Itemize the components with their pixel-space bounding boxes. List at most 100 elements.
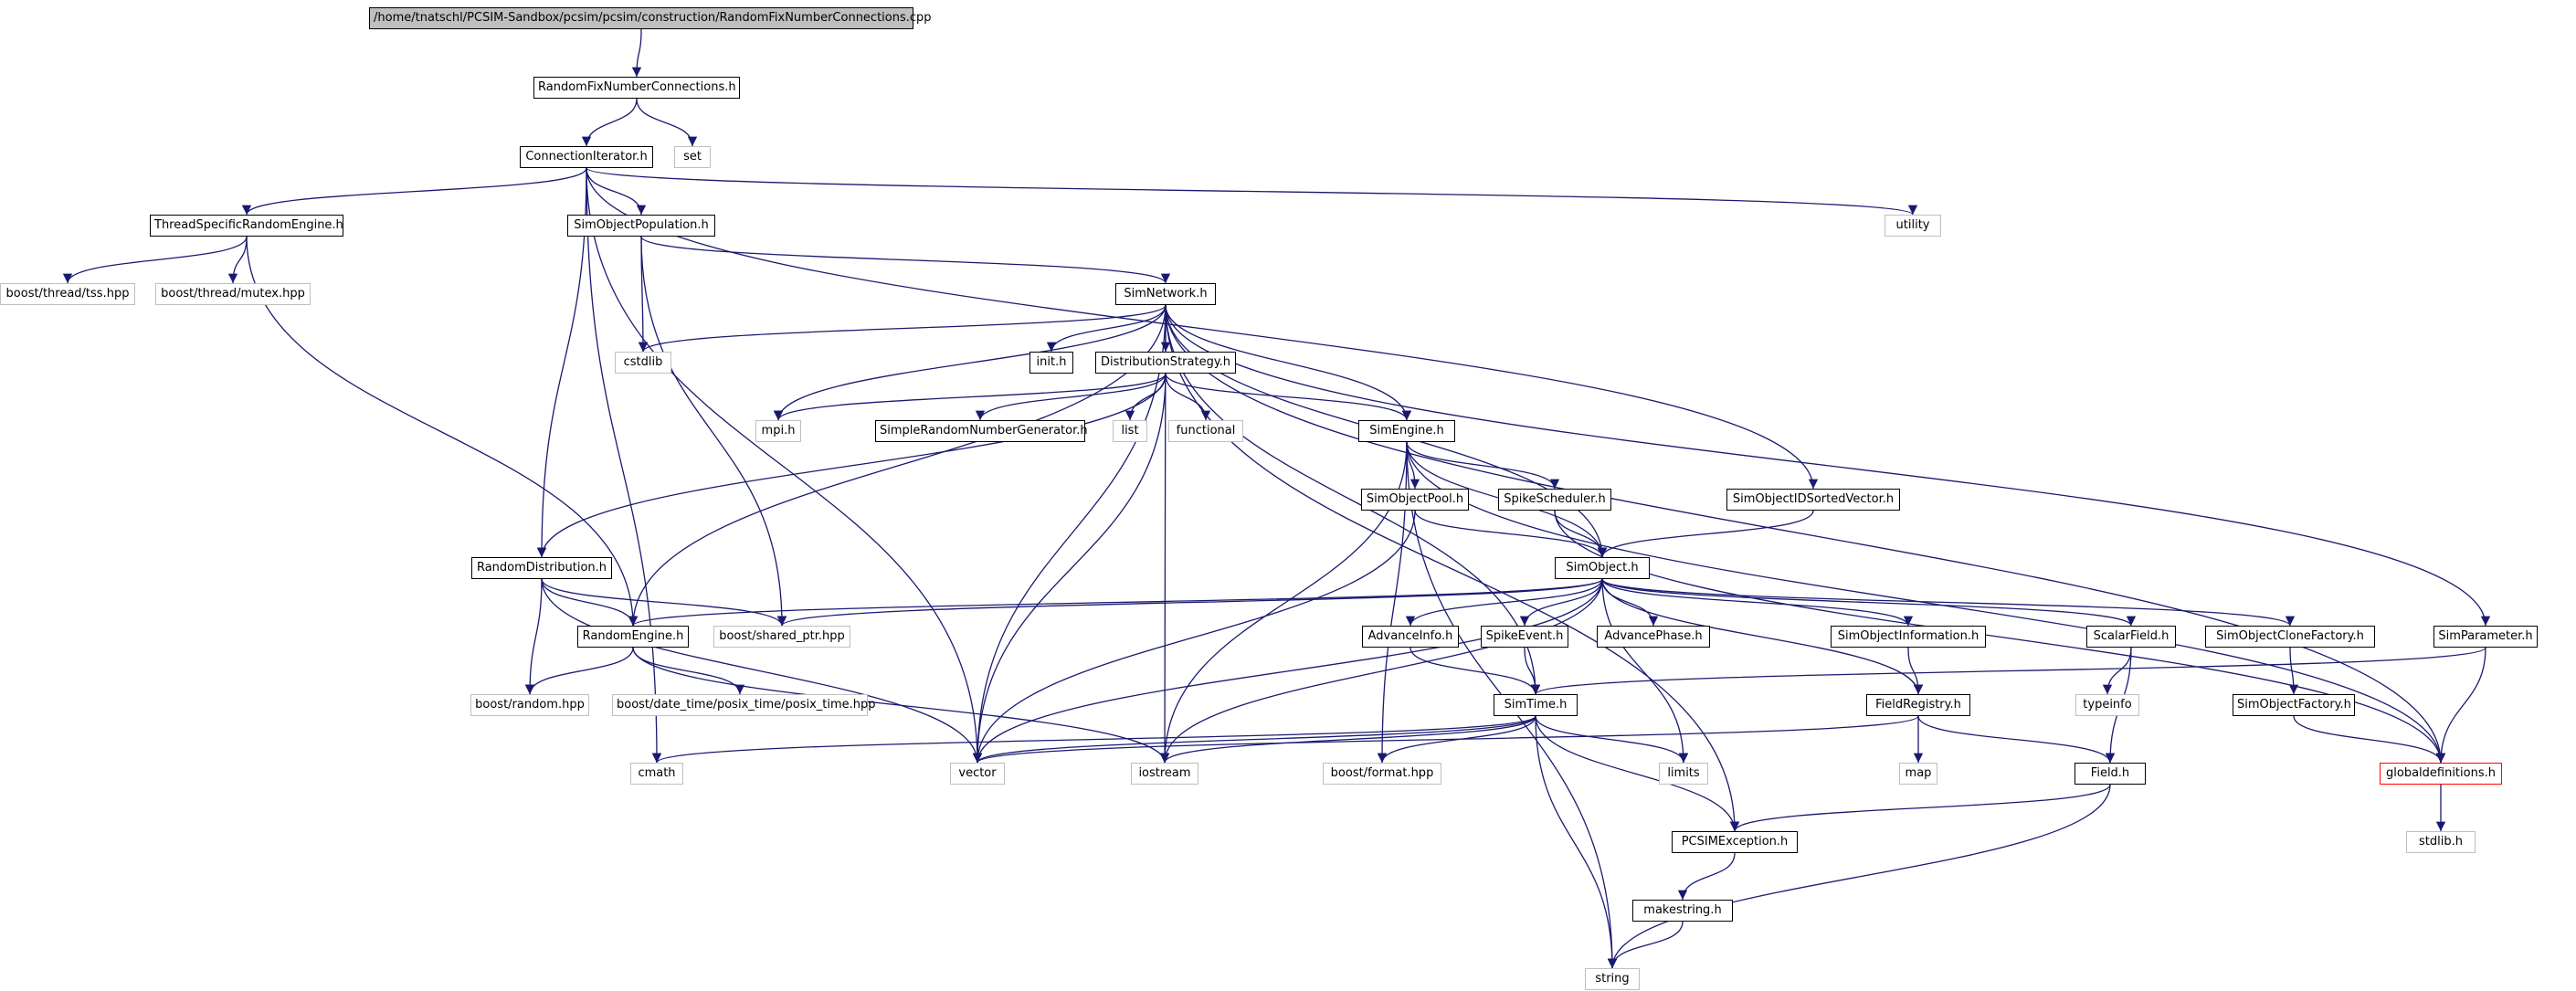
edge-tsre-to-randengine: [246, 236, 639, 627]
node-field[interactable]: Field.h: [2075, 763, 2146, 785]
node-advinfo[interactable]: AdvanceInfo.h: [1362, 626, 1459, 648]
edge-simnet-to-simengine: [1165, 304, 1412, 421]
edge-sop-to-simnet: [640, 236, 1170, 284]
edge-sop-to-sharedptr: [640, 236, 787, 627]
node-randengine[interactable]: RandomEngine.h: [577, 626, 689, 648]
node-map: map: [1899, 763, 1937, 785]
edge-simengine-to-globaldef: [1406, 441, 2446, 764]
node-string: string: [1585, 968, 1640, 990]
node-advphase[interactable]: AdvancePhase.h: [1597, 626, 1710, 648]
edge-randdist-to-vector: [541, 578, 983, 764]
node-scalarfield[interactable]: ScalarField.h: [2086, 626, 2176, 648]
node-makestring[interactable]: makestring.h: [1632, 900, 1733, 922]
edge-randdist-to-boostrandom: [524, 578, 543, 695]
node-srng[interactable]: SimpleRandomNumberGenerator.h: [875, 420, 1088, 442]
edge-randdist-to-randengine: [541, 578, 639, 627]
edge-simparam-to-simtime: [1531, 647, 2486, 695]
node-boostrandom: boost/random.hpp: [470, 694, 589, 716]
node-init[interactable]: init.h: [1029, 352, 1073, 374]
edge-conniter-to-vector: [586, 167, 983, 764]
node-fieldreg[interactable]: FieldRegistry.h: [1866, 694, 1970, 716]
edge-simobject-to-vector: [972, 578, 1603, 764]
node-spikeevent[interactable]: SpikeEvent.h: [1481, 626, 1568, 648]
edge-simnet-to-randengine: [628, 304, 1167, 627]
edge-field-to-pcsimexc: [1729, 784, 2111, 832]
edge-fieldreg-to-vector: [973, 715, 1919, 764]
edge-soinfo-to-fieldreg: [1907, 647, 1924, 695]
node-simparam[interactable]: SimParameter.h: [2433, 626, 2538, 648]
node-simnet[interactable]: SimNetwork.h: [1115, 283, 1216, 305]
node-globaldef[interactable]: globaldefinitions.h: [2380, 763, 2502, 785]
node-cstdlib: cstdlib: [615, 352, 671, 374]
edge-simobject-to-limits: [1601, 578, 1689, 764]
node-iostream: iostream: [1131, 763, 1198, 785]
node-sopool[interactable]: SimObjectPool.h: [1361, 489, 1469, 511]
edge-tsre-to-tss: [62, 236, 248, 284]
edge-simobject-to-advinfo: [1405, 578, 1603, 627]
node-sop[interactable]: SimObjectPopulation.h: [567, 215, 715, 237]
edge-conniter-to-tsre: [241, 167, 587, 216]
edge-simnet-to-init: [1046, 304, 1167, 353]
edge-tsre-to-mutex: [227, 236, 248, 284]
edge-simnet-to-globaldef: [1165, 304, 2446, 764]
edge-simtime-to-cmath: [652, 715, 1536, 764]
node-list: list: [1113, 420, 1147, 442]
edge-simobject-to-scalarfield: [1601, 578, 2136, 627]
node-rfnc[interactable]: RandomFixNumberConnections.h: [533, 77, 740, 99]
node-vector: vector: [950, 763, 1005, 785]
node-cmath: cmath: [630, 763, 683, 785]
edge-simnet-to-vector: [972, 304, 1167, 764]
node-mpi: mpi.h: [755, 420, 801, 442]
node-conniter[interactable]: ConnectionIterator.h: [520, 146, 653, 168]
edge-randengine-to-iostream: [632, 647, 1170, 764]
node-sofactory[interactable]: SimObjectFactory.h: [2233, 694, 2355, 716]
node-mutex: boost/thread/mutex.hpp: [155, 283, 311, 305]
node-pcsimexc[interactable]: PCSIMException.h: [1672, 831, 1798, 853]
node-utility: utility: [1884, 215, 1941, 237]
node-simtime[interactable]: SimTime.h: [1494, 694, 1578, 716]
node-format: boost/format.hpp: [1323, 763, 1441, 785]
edge-sopool-to-simobject: [1414, 510, 1608, 558]
node-posixtime: boost/date_time/posix_time/posix_time.hp…: [612, 694, 876, 716]
edge-simengine-to-spikesched: [1406, 441, 1560, 490]
edge-simobject-to-iostream: [1159, 578, 1603, 764]
edge-makestring-to-string: [1607, 921, 1684, 969]
node-sharedptr: boost/shared_ptr.hpp: [713, 626, 850, 648]
node-soidsv[interactable]: SimObjectIDSortedVector.h: [1726, 489, 1900, 511]
node-limits: limits: [1659, 763, 1708, 785]
edge-rfnc-to-set: [636, 98, 698, 147]
edge-diststrat-to-randdist: [536, 373, 1167, 558]
edge-fieldreg-to-field: [1917, 715, 2116, 764]
node-simobject[interactable]: SimObject.h: [1555, 557, 1650, 579]
edge-simtime-to-pcsimexc: [1535, 715, 1740, 832]
edge-conniter-to-randdist: [536, 167, 587, 558]
edge-diststrat-to-functional: [1165, 373, 1211, 421]
edge-soidsv-to-simobject: [1597, 510, 1814, 558]
node-set: set: [674, 146, 711, 168]
edge-randdist-to-sharedptr: [541, 578, 787, 627]
edge-conniter-to-cmath: [586, 167, 662, 764]
edge-conniter-to-utility: [586, 167, 1917, 216]
edge-simnet-to-simparam: [1165, 304, 2491, 627]
edge-simtime-to-string: [1535, 715, 1618, 969]
node-diststrat[interactable]: DistributionStrategy.h: [1095, 352, 1236, 374]
node-simengine[interactable]: SimEngine.h: [1358, 420, 1455, 442]
edge-root-to-rfnc: [631, 28, 642, 78]
node-soinfo[interactable]: SimObjectInformation.h: [1831, 626, 1986, 648]
edge-simnet-to-cstdlib: [638, 304, 1167, 353]
node-soclone[interactable]: SimObjectCloneFactory.h: [2205, 626, 2375, 648]
node-tss: boost/thread/tss.hpp: [0, 283, 135, 305]
edge-field-to-string: [1607, 784, 2111, 969]
edge-spikesched-to-simobject: [1554, 510, 1608, 558]
node-typeinfo: typeinfo: [2075, 694, 2139, 716]
edge-soclone-to-sofactory: [2288, 647, 2299, 695]
edge-simobject-to-soclone: [1601, 578, 2295, 627]
node-tsre[interactable]: ThreadSpecificRandomEngine.h: [150, 215, 343, 237]
node-randdist[interactable]: RandomDistribution.h: [471, 557, 612, 579]
node-spikesched[interactable]: SpikeScheduler.h: [1498, 489, 1611, 511]
edge-simobject-to-spikeevent: [1519, 578, 1603, 627]
edge-simnet-to-pcsimexc: [1165, 304, 1740, 832]
node-stdlib: stdlib.h: [2406, 831, 2476, 853]
edge-pcsimexc-to-makestring: [1677, 852, 1736, 901]
